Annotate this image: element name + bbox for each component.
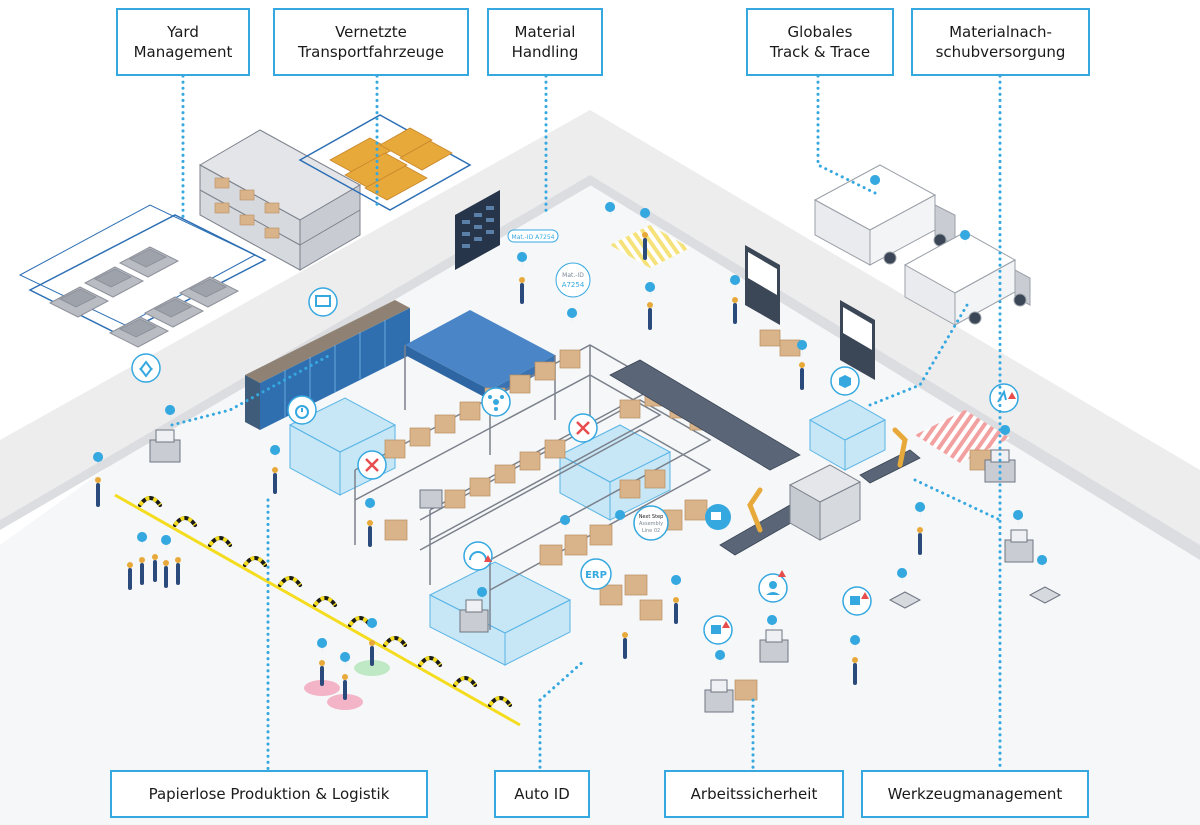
connector-lines bbox=[170, 74, 1002, 777]
callout-material-handling[interactable]: Material Handling bbox=[487, 8, 603, 76]
callout-werkzeug-label: Werkzeugmanagement bbox=[887, 785, 1063, 803]
callout-vernetzte-transportfahrzeuge[interactable]: Vernetzte Transportfahrzeuge bbox=[273, 8, 469, 76]
parked-cars bbox=[48, 246, 240, 348]
robot-arms bbox=[747, 427, 908, 533]
material-id-bubble: Mat.-ID A7254 bbox=[555, 262, 591, 298]
callout-yard-line1: Yard bbox=[167, 23, 199, 41]
sync-arrows-icon bbox=[131, 353, 161, 383]
callout-papierlos-label: Papierlose Produktion & Logistik bbox=[148, 785, 390, 803]
callout-arbeitssicherheit[interactable]: Arbeitssicherheit bbox=[664, 770, 844, 818]
callout-papierlose-produktion-logistik[interactable]: Papierlose Produktion & Logistik bbox=[110, 770, 428, 818]
callout-globales-track-trace[interactable]: Globales Track & Trace bbox=[746, 8, 894, 76]
forklift-warning-icon bbox=[703, 615, 733, 645]
erp-label: ERP bbox=[585, 570, 607, 581]
stopwatch-icon bbox=[287, 395, 317, 425]
worker-zones bbox=[304, 660, 390, 710]
material-id-bubble-line1: Mat.-ID bbox=[562, 272, 584, 279]
speed-warning-icon bbox=[989, 383, 1019, 413]
next-step-bubble: Next Step Assembly Line 02 bbox=[633, 505, 669, 541]
callout-nachschub-line1: Materialnach- bbox=[949, 23, 1052, 41]
material-id-sign: Mat.-ID A7254 bbox=[507, 229, 559, 243]
material-id-bubble-line2: A7254 bbox=[562, 281, 585, 289]
forklifts bbox=[149, 429, 1034, 713]
next-step-line1: Next Step bbox=[639, 514, 664, 520]
forklift-warning-icon-2 bbox=[842, 586, 872, 616]
wall-display-board bbox=[455, 190, 500, 270]
callout-auto-id[interactable]: Auto ID bbox=[494, 770, 590, 818]
yard-area bbox=[28, 214, 267, 336]
worker-warning-icon bbox=[758, 570, 788, 603]
callout-track-trace-line1: Globales bbox=[787, 23, 853, 41]
left-wall bbox=[0, 110, 590, 520]
callout-werkzeugmanagement[interactable]: Werkzeugmanagement bbox=[861, 770, 1089, 818]
callout-yard-line2: Management bbox=[133, 43, 233, 61]
icon-badges: ERP Next Step Assembly Line 02 bbox=[131, 287, 1019, 645]
trucks bbox=[813, 164, 1031, 326]
material-id-sign-text: Mat.-ID A7254 bbox=[512, 234, 555, 241]
workers bbox=[95, 232, 923, 700]
warehouse-floor bbox=[0, 120, 1200, 825]
chat-screen-icon bbox=[308, 287, 338, 317]
error-x-icon-2 bbox=[568, 413, 598, 443]
truck-icon bbox=[705, 504, 731, 530]
erp-badge: ERP bbox=[580, 558, 612, 590]
outdoor-pallets bbox=[298, 114, 472, 211]
callout-material-handling-line1: Material bbox=[514, 23, 576, 41]
shelving-rows bbox=[354, 329, 993, 701]
callout-nachschub-line2: schubversorgung bbox=[935, 43, 1066, 61]
network-icon bbox=[481, 387, 511, 417]
agv-robots bbox=[888, 586, 1062, 609]
callout-material-handling-line2: Handling bbox=[511, 43, 579, 61]
callout-track-trace-line2: Track & Trace bbox=[769, 43, 871, 61]
cube-sync-icon bbox=[830, 366, 860, 396]
gauge-warning-icon bbox=[463, 541, 493, 571]
error-x-icon bbox=[357, 450, 387, 480]
callout-arbeitssicherheit-label: Arbeitssicherheit bbox=[690, 785, 818, 803]
callout-materialnachschubversorgung[interactable]: Materialnach- schubversorgung bbox=[911, 8, 1090, 76]
glass-zones bbox=[288, 397, 887, 666]
right-wall bbox=[590, 110, 1200, 545]
loading-docks bbox=[745, 245, 875, 380]
callout-transport-line1: Vernetzte bbox=[335, 23, 407, 41]
outdoor-shelving bbox=[198, 129, 362, 271]
door-hazard-zone bbox=[610, 225, 690, 268]
callout-auto-id-label: Auto ID bbox=[514, 785, 570, 803]
next-step-line3: Line 02 bbox=[642, 528, 660, 534]
location-pins bbox=[93, 175, 1048, 669]
callout-yard-management[interactable]: Yard Management bbox=[116, 8, 250, 76]
next-step-line2: Assembly bbox=[639, 521, 663, 527]
scanner-tunnel bbox=[788, 464, 862, 541]
callout-transport-line2: Transportfahrzeuge bbox=[298, 43, 444, 61]
